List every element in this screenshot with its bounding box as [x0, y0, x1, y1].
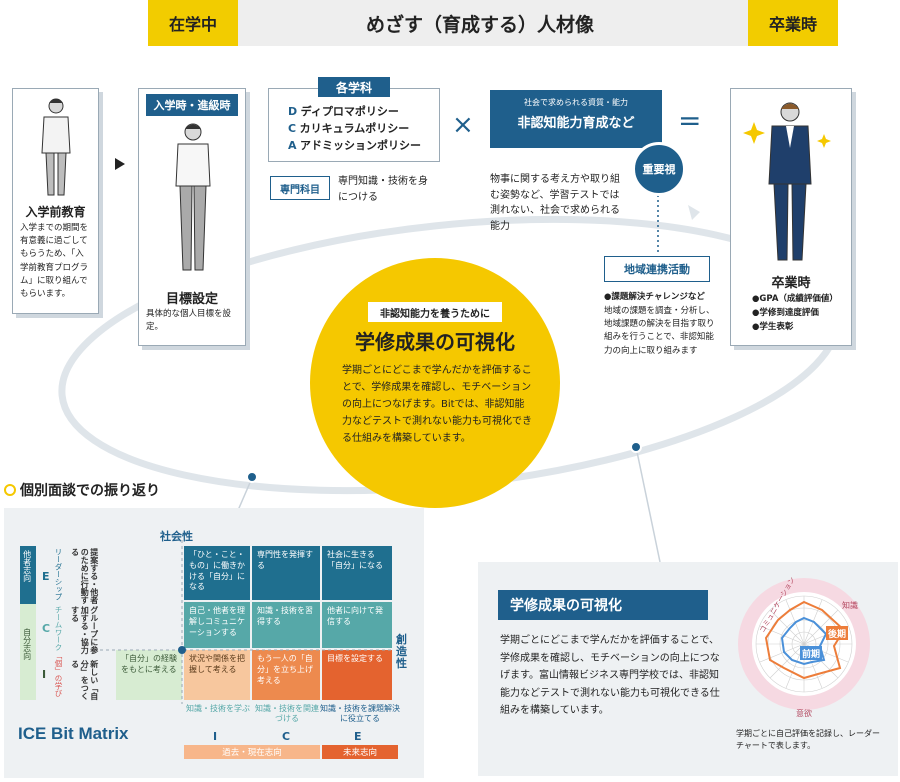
matrix-cell: 知識・技術を習得する	[252, 602, 320, 648]
matrix-cell: 他者に向けて発信する	[322, 602, 392, 648]
row-desc-leadership: 提案する・他者のために行動する	[70, 548, 99, 604]
matrix-right-label: 創造性	[396, 633, 407, 671]
header-tag-graduation: 卒業時	[748, 0, 838, 46]
regional-tag: 地域連携活動	[604, 256, 710, 282]
matrix-top-label: 社会性	[160, 530, 193, 543]
important-badge: 重要視	[632, 142, 686, 196]
col-letter-i: I	[213, 730, 218, 743]
center-title: 学修成果の可視化	[355, 330, 515, 354]
student-figure-icon	[41, 98, 71, 196]
self-oriented-bar	[20, 604, 36, 700]
goal-setting-desc: 具体的な個人目標を設定。	[146, 309, 232, 333]
graduate-figure-icon	[743, 102, 831, 261]
noncog-sub: 社会で求められる資質・能力	[524, 98, 628, 107]
orbit-dot-left	[246, 471, 258, 483]
other-oriented-bar	[20, 546, 36, 604]
radar-caption: 学期ごとに自己評価を記録し、レーダーチャートで表します。	[736, 729, 880, 751]
row-name-individual: 「個」の学び	[54, 652, 63, 697]
matrix-name: ICE Bit Matrix	[18, 724, 129, 743]
graduation-item: ●学修到達度評価	[752, 308, 819, 319]
center-desc: 学期ごとにどこまで学んだかを評価することで、学修成果を確認し、モチベーションの向…	[342, 365, 532, 444]
policy-item: D ディプロマポリシー	[288, 105, 399, 118]
noncog-title: 非認知能力育成など	[517, 116, 635, 131]
center-label: 非認知能力を養うために	[368, 302, 502, 322]
visualization-circle	[310, 258, 560, 508]
visualization-desc: 学期ごとにどこまで学んだかを評価することで、学修成果を確認し、モチベーションの向…	[500, 635, 720, 716]
pre-education-desc: 入学までの期間を有意義に過ごしてもらうため、「入学前教育プログラム」に取り組んで…	[20, 223, 89, 299]
policy-item: A アドミッションポリシー	[288, 139, 422, 152]
times-operator: ×	[452, 110, 474, 140]
radar-label-knowledge: 知識	[842, 601, 858, 610]
row-name-teamwork: チームワーク	[54, 606, 63, 651]
col-desc-learn: 知識・技術を学ぶ	[186, 704, 250, 713]
matrix-cell: 目標を設定する	[322, 650, 392, 700]
legend-late: 後期	[827, 630, 846, 640]
matrix-cell: 社会に生きる「自分」になる	[322, 546, 392, 600]
orbit-dot-right	[630, 441, 642, 453]
pre-education-title: 入学前教育	[25, 205, 86, 219]
matrix-cell: 自己・他者を理解しコミュニケーションする	[184, 602, 250, 648]
graduation-title: 卒業時	[771, 276, 811, 291]
regional-bullet: ●課題解決チャレンジなど	[604, 292, 705, 302]
col-desc-apply: 知識・技術を課題解決に役立てる	[320, 704, 400, 724]
equals-operator: =	[678, 104, 702, 137]
col-letter-e: E	[354, 730, 362, 743]
regional-desc: 地域の課題を調査・分析し、地域課題の解決を目指す取り組みを行うことで、非認知能力…	[604, 306, 715, 356]
row-name-leadership: リーダーシップ	[54, 548, 63, 601]
row-letter-c: C	[42, 622, 51, 635]
specialty-desc: 専門知識・技術を身につける	[338, 176, 428, 203]
matrix-cell: 専門性を発揮する	[252, 546, 320, 600]
matrix-cell: 「ひと・こと・もの」に働きかける「自分」になる	[184, 546, 250, 600]
self-oriented-label: 自分志向	[22, 628, 32, 660]
goal-setting-tag: 入学時・進級時	[146, 94, 238, 116]
interview-title: 個別面談での振り返り	[20, 483, 160, 499]
matrix-axes	[100, 540, 394, 704]
specialty-tag: 専門科目	[270, 176, 330, 200]
header-tag-enrolled: 在学中	[148, 0, 238, 46]
graduation-item: ●GPA（成績評価値）	[752, 294, 838, 304]
matrix-cell: もう一人の「自分」を立ち上げ考える	[252, 650, 320, 700]
policy-item: C カリキュラムポリシー	[288, 122, 410, 135]
header-bar	[148, 0, 838, 46]
legend-early: 前期	[801, 650, 820, 660]
row-desc-individual: 新しい「自分」をつくる	[70, 660, 99, 700]
student-figure-icon	[175, 123, 211, 271]
graduation-item: ●学生表彰	[752, 322, 794, 333]
matrix-cell: 「自分」の経験をもとに考える	[116, 650, 182, 700]
matrix-cell: 状況や関係を把握して考える	[184, 650, 250, 700]
header-title: めざす（育成する）人材像	[365, 13, 594, 36]
bullet-circle-icon	[4, 484, 16, 496]
department-tag: 各学科	[318, 77, 390, 97]
col-desc-relate: 知識・技術を関連づける	[255, 704, 319, 724]
past-present-bar: 過去・現在志向	[184, 745, 320, 759]
col-letter-c: C	[282, 730, 291, 743]
noncog-desc: 物事に関する考え方や取り組む姿勢など、学習テストでは測れない、社会で求められる能…	[490, 174, 620, 232]
policy-list: D ディプロマポリシー C カリキュラムポリシー A アドミッションポリシー	[288, 103, 421, 154]
future-bar: 未来志向	[322, 745, 398, 759]
noncog-card	[490, 90, 662, 148]
visualization-title: 学修成果の可視化	[498, 590, 708, 620]
other-oriented-label: 他者志向	[22, 550, 32, 582]
row-desc-teamwork: グループに参加する・協力する	[70, 606, 99, 654]
row-letter-i: I	[42, 668, 47, 681]
radar-label-motivation: 意欲	[796, 709, 812, 718]
goal-setting-title: 目標設定	[165, 292, 218, 307]
graduation-list: ●GPA（成績評価値） ●学修到達度評価 ●学生表彰	[752, 292, 838, 334]
row-letter-e: E	[42, 570, 50, 583]
arrow-right-icon	[115, 158, 125, 170]
radar-chart	[738, 578, 870, 710]
